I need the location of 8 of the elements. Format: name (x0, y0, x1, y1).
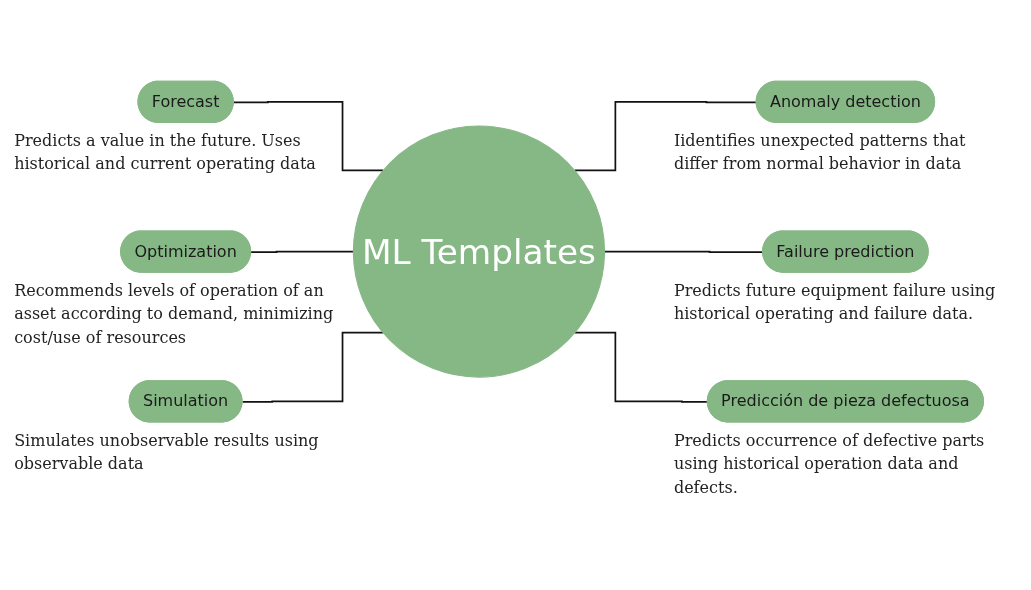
connector (241, 331, 384, 403)
node-circle: ML Templates (352, 125, 606, 378)
description-text: Simulates unobservable results using observable data (14, 430, 320, 475)
description-text: Recommends levels of operation of an asset according to demand, minimizing cost/use of resources (14, 280, 335, 348)
description-text: Predicts a value in the future. Uses historical and current operating data (14, 130, 317, 175)
description-text: Predicts occurrence of defective parts using historical operation data and defects. (673, 430, 986, 498)
description-text: Iidentifies unexpected patterns that differ from normal behavior in data (673, 130, 967, 175)
description-text: Predicts future equipment failure using historical operating and failure data. (673, 280, 997, 325)
